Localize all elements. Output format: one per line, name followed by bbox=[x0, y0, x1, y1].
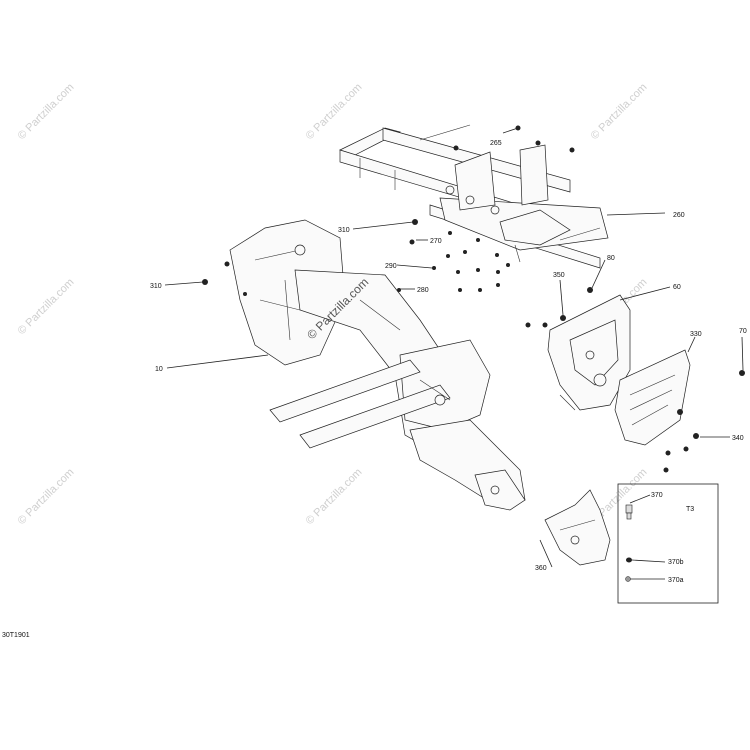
callout-370[interactable]: 370 bbox=[651, 492, 663, 499]
washer-icon bbox=[625, 576, 631, 582]
callout-265[interactable]: 265 bbox=[490, 140, 502, 147]
watermark-repeat: © Partzilla.com bbox=[16, 276, 77, 337]
callout-280[interactable]: 280 bbox=[417, 287, 429, 294]
main-frame-part[interactable] bbox=[229, 219, 526, 511]
callout-70[interactable]: 70 bbox=[739, 328, 747, 335]
bolt-icon bbox=[625, 504, 633, 514]
kit-box-title: T3 bbox=[686, 506, 694, 513]
watermark-repeat: © Partzilla.com bbox=[304, 466, 365, 527]
callout-80[interactable]: 80 bbox=[607, 255, 615, 262]
kit-box-t3: T3 bbox=[617, 483, 719, 604]
callout-310-top[interactable]: 310 bbox=[338, 227, 350, 234]
callout-360[interactable]: 360 bbox=[535, 565, 547, 572]
callout-350[interactable]: 350 bbox=[553, 272, 565, 279]
callout-270[interactable]: 270 bbox=[430, 238, 442, 245]
nut-icon bbox=[626, 557, 632, 563]
callout-370b[interactable]: 370b bbox=[668, 559, 684, 566]
document-code: 30T1901 bbox=[2, 632, 30, 639]
bracket-part-360[interactable] bbox=[544, 489, 611, 566]
skid-plate-part-330[interactable] bbox=[614, 349, 691, 446]
fastener-dots bbox=[202, 125, 745, 473]
callout-370a[interactable]: 370a bbox=[668, 577, 684, 584]
bracket-part-60[interactable] bbox=[547, 294, 631, 411]
callout-60[interactable]: 60 bbox=[673, 284, 681, 291]
rear-subframe-part[interactable] bbox=[339, 124, 609, 269]
leader-lines bbox=[164, 127, 744, 580]
callout-labels: 265 260 310 270 290 280 310 10 350 80 60… bbox=[150, 140, 747, 584]
watermark-repeat: © Partzilla.com bbox=[304, 81, 365, 142]
callout-260[interactable]: 260 bbox=[673, 212, 685, 219]
watermark-repeat: © Partzilla.com bbox=[16, 81, 77, 142]
callout-310-left[interactable]: 310 bbox=[150, 283, 162, 290]
callout-290[interactable]: 290 bbox=[385, 263, 397, 270]
kit-box-border bbox=[617, 483, 719, 604]
callout-10[interactable]: 10 bbox=[155, 366, 163, 373]
callout-340[interactable]: 340 bbox=[732, 435, 744, 442]
watermark-repeat: © Partzilla.com bbox=[589, 81, 650, 142]
watermark-repeat: © Partzilla.com bbox=[16, 466, 77, 527]
callout-330[interactable]: 330 bbox=[690, 331, 702, 338]
